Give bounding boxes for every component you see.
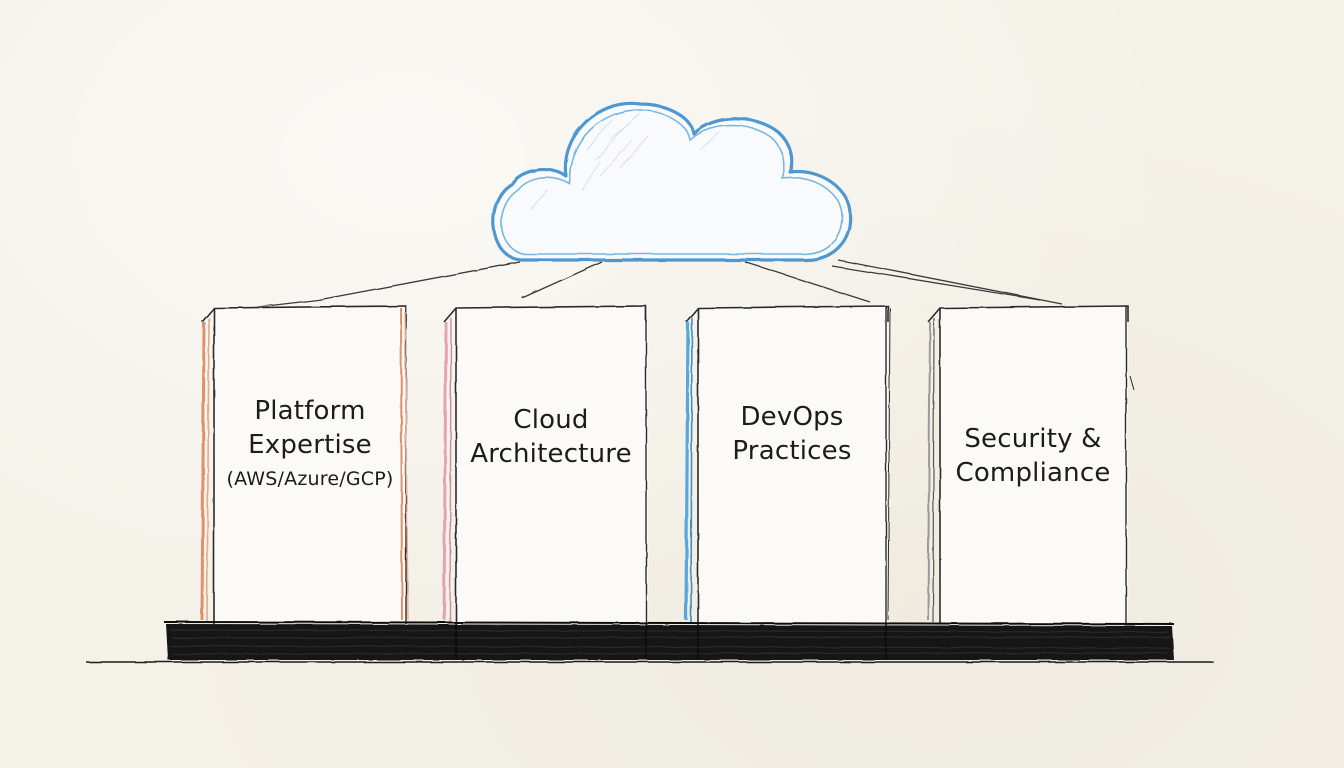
connector-line: [231, 261, 521, 311]
connector-line: [831, 265, 1041, 301]
connector-line: [837, 259, 1063, 305]
pillar-title-line: DevOps: [740, 402, 844, 432]
pillar-title-line: Practices: [732, 436, 852, 467]
connector-line: [521, 261, 603, 299]
pillar-title-line: Cloud: [513, 405, 589, 435]
pillar-accent-stroke: [684, 321, 690, 621]
pillar-subtitle: (AWS/Azure/GCP): [226, 467, 394, 490]
connector-lines: [231, 259, 1063, 311]
pillar-accent-stroke: [442, 321, 448, 621]
pillar-title-line: Compliance: [955, 458, 1111, 489]
pillar-accent-stroke: [200, 321, 206, 621]
pillar-title-line: Security &: [964, 424, 1102, 454]
foundation-base: [86, 621, 1214, 663]
pillar-title-line: Expertise: [248, 430, 372, 461]
pillar-platform-expertise: [200, 305, 409, 624]
pillar-label-cloud-architecture: Cloud Architecture: [453, 403, 649, 472]
pillar-devops-practices: [684, 305, 891, 624]
cloud-icon: [491, 101, 852, 262]
pillar-label-security-compliance: Security & Compliance: [935, 422, 1131, 491]
pillar-accent-stroke: [927, 321, 931, 621]
pillar-label-devops-practices: DevOps Practices: [694, 400, 890, 469]
pillar-title-line: Architecture: [470, 439, 632, 470]
pillar-cloud-architecture: [442, 305, 648, 660]
connector-line: [744, 261, 871, 303]
pillar-title-line: Platform: [254, 396, 366, 426]
pillar-security-compliance: [927, 305, 1135, 624]
pillar-label-platform-expertise: Platform Expertise (AWS/Azure/GCP): [212, 394, 408, 492]
